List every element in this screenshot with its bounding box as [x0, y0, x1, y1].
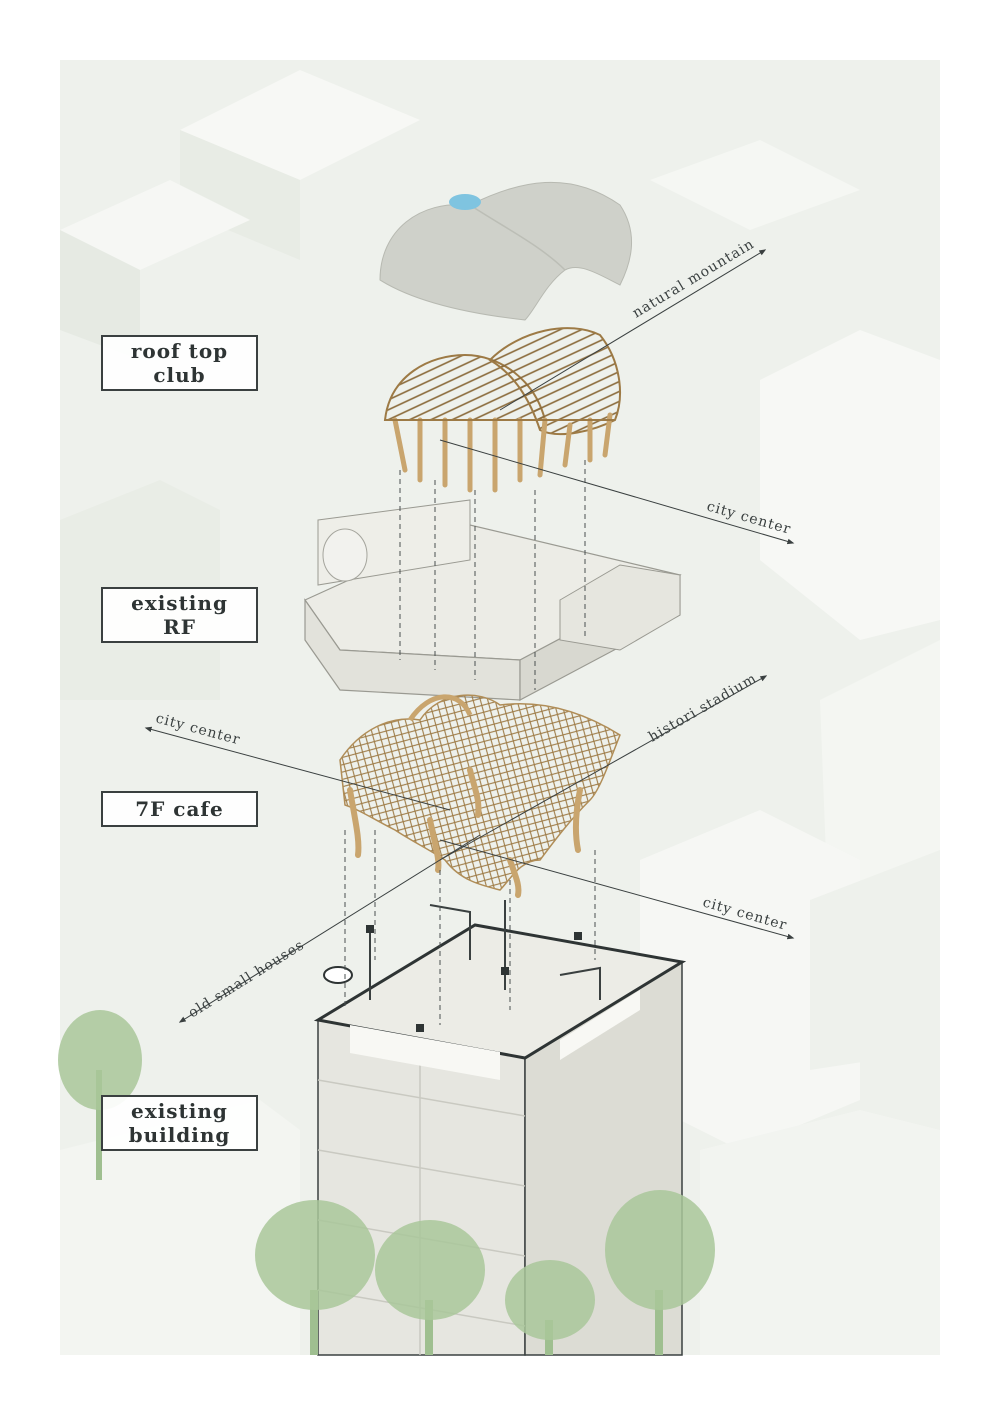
context-building — [180, 130, 300, 260]
window-band — [350, 1025, 500, 1080]
direction-arrow-icon — [178, 834, 481, 1023]
label-existing-rf: existing RF — [101, 587, 258, 643]
context-building — [700, 1110, 940, 1355]
label-line: RF — [163, 615, 196, 639]
spiral-stair — [323, 966, 353, 984]
direction-arrow-icon — [439, 675, 768, 861]
column — [416, 1024, 424, 1032]
column — [366, 925, 374, 933]
skylight-icon — [449, 194, 481, 210]
tree-icon — [605, 1190, 715, 1355]
rf-dome — [322, 528, 368, 582]
label-line: existing — [131, 591, 228, 615]
direction-arrow-icon — [499, 249, 767, 411]
context-building — [180, 70, 420, 180]
label-7f-cafe: 7F cafe — [101, 791, 258, 827]
context-building — [60, 230, 140, 360]
direction-arrow-icon — [439, 439, 795, 545]
label-line: 7F cafe — [135, 797, 224, 821]
timber-columns — [392, 412, 613, 493]
cafe-canopy-structure — [339, 694, 621, 898]
side-window — [560, 990, 640, 1060]
direction-arrow-icon — [439, 839, 795, 940]
existing-rf-volume — [304, 499, 682, 701]
trees — [58, 1010, 715, 1355]
tree-icon — [505, 1260, 595, 1355]
label-line: roof top — [130, 339, 229, 363]
tree-icon — [58, 1010, 142, 1180]
label-line: building — [128, 1123, 231, 1147]
context-building — [60, 1100, 300, 1355]
roof-surface-fold — [469, 204, 566, 271]
rf-stair-tower — [559, 564, 681, 651]
canopy-arch — [407, 694, 473, 722]
label-existing-building: existing building — [101, 1095, 258, 1151]
tree-icon — [375, 1220, 485, 1355]
label-line: existing — [131, 1099, 228, 1123]
context-building — [640, 810, 860, 1150]
context-building — [60, 180, 250, 270]
label-roof-top-club: roof top club — [101, 335, 258, 391]
roof-surface — [379, 181, 633, 321]
tree-icon — [255, 1200, 375, 1355]
label-line: club — [153, 363, 206, 387]
column — [501, 967, 509, 975]
direction-arrow-icon — [144, 726, 451, 811]
canopy-funnels — [347, 767, 583, 898]
context-building — [650, 140, 860, 230]
context-building — [760, 330, 940, 640]
interior-walls — [369, 900, 601, 1000]
timber-vault — [488, 327, 621, 436]
projection-lines — [344, 460, 596, 1025]
context-building — [810, 850, 940, 1070]
roof-top-club-structure — [383, 327, 621, 493]
lattice-canopy — [339, 694, 621, 891]
direction-arrows — [144, 249, 795, 1023]
column — [574, 932, 582, 940]
